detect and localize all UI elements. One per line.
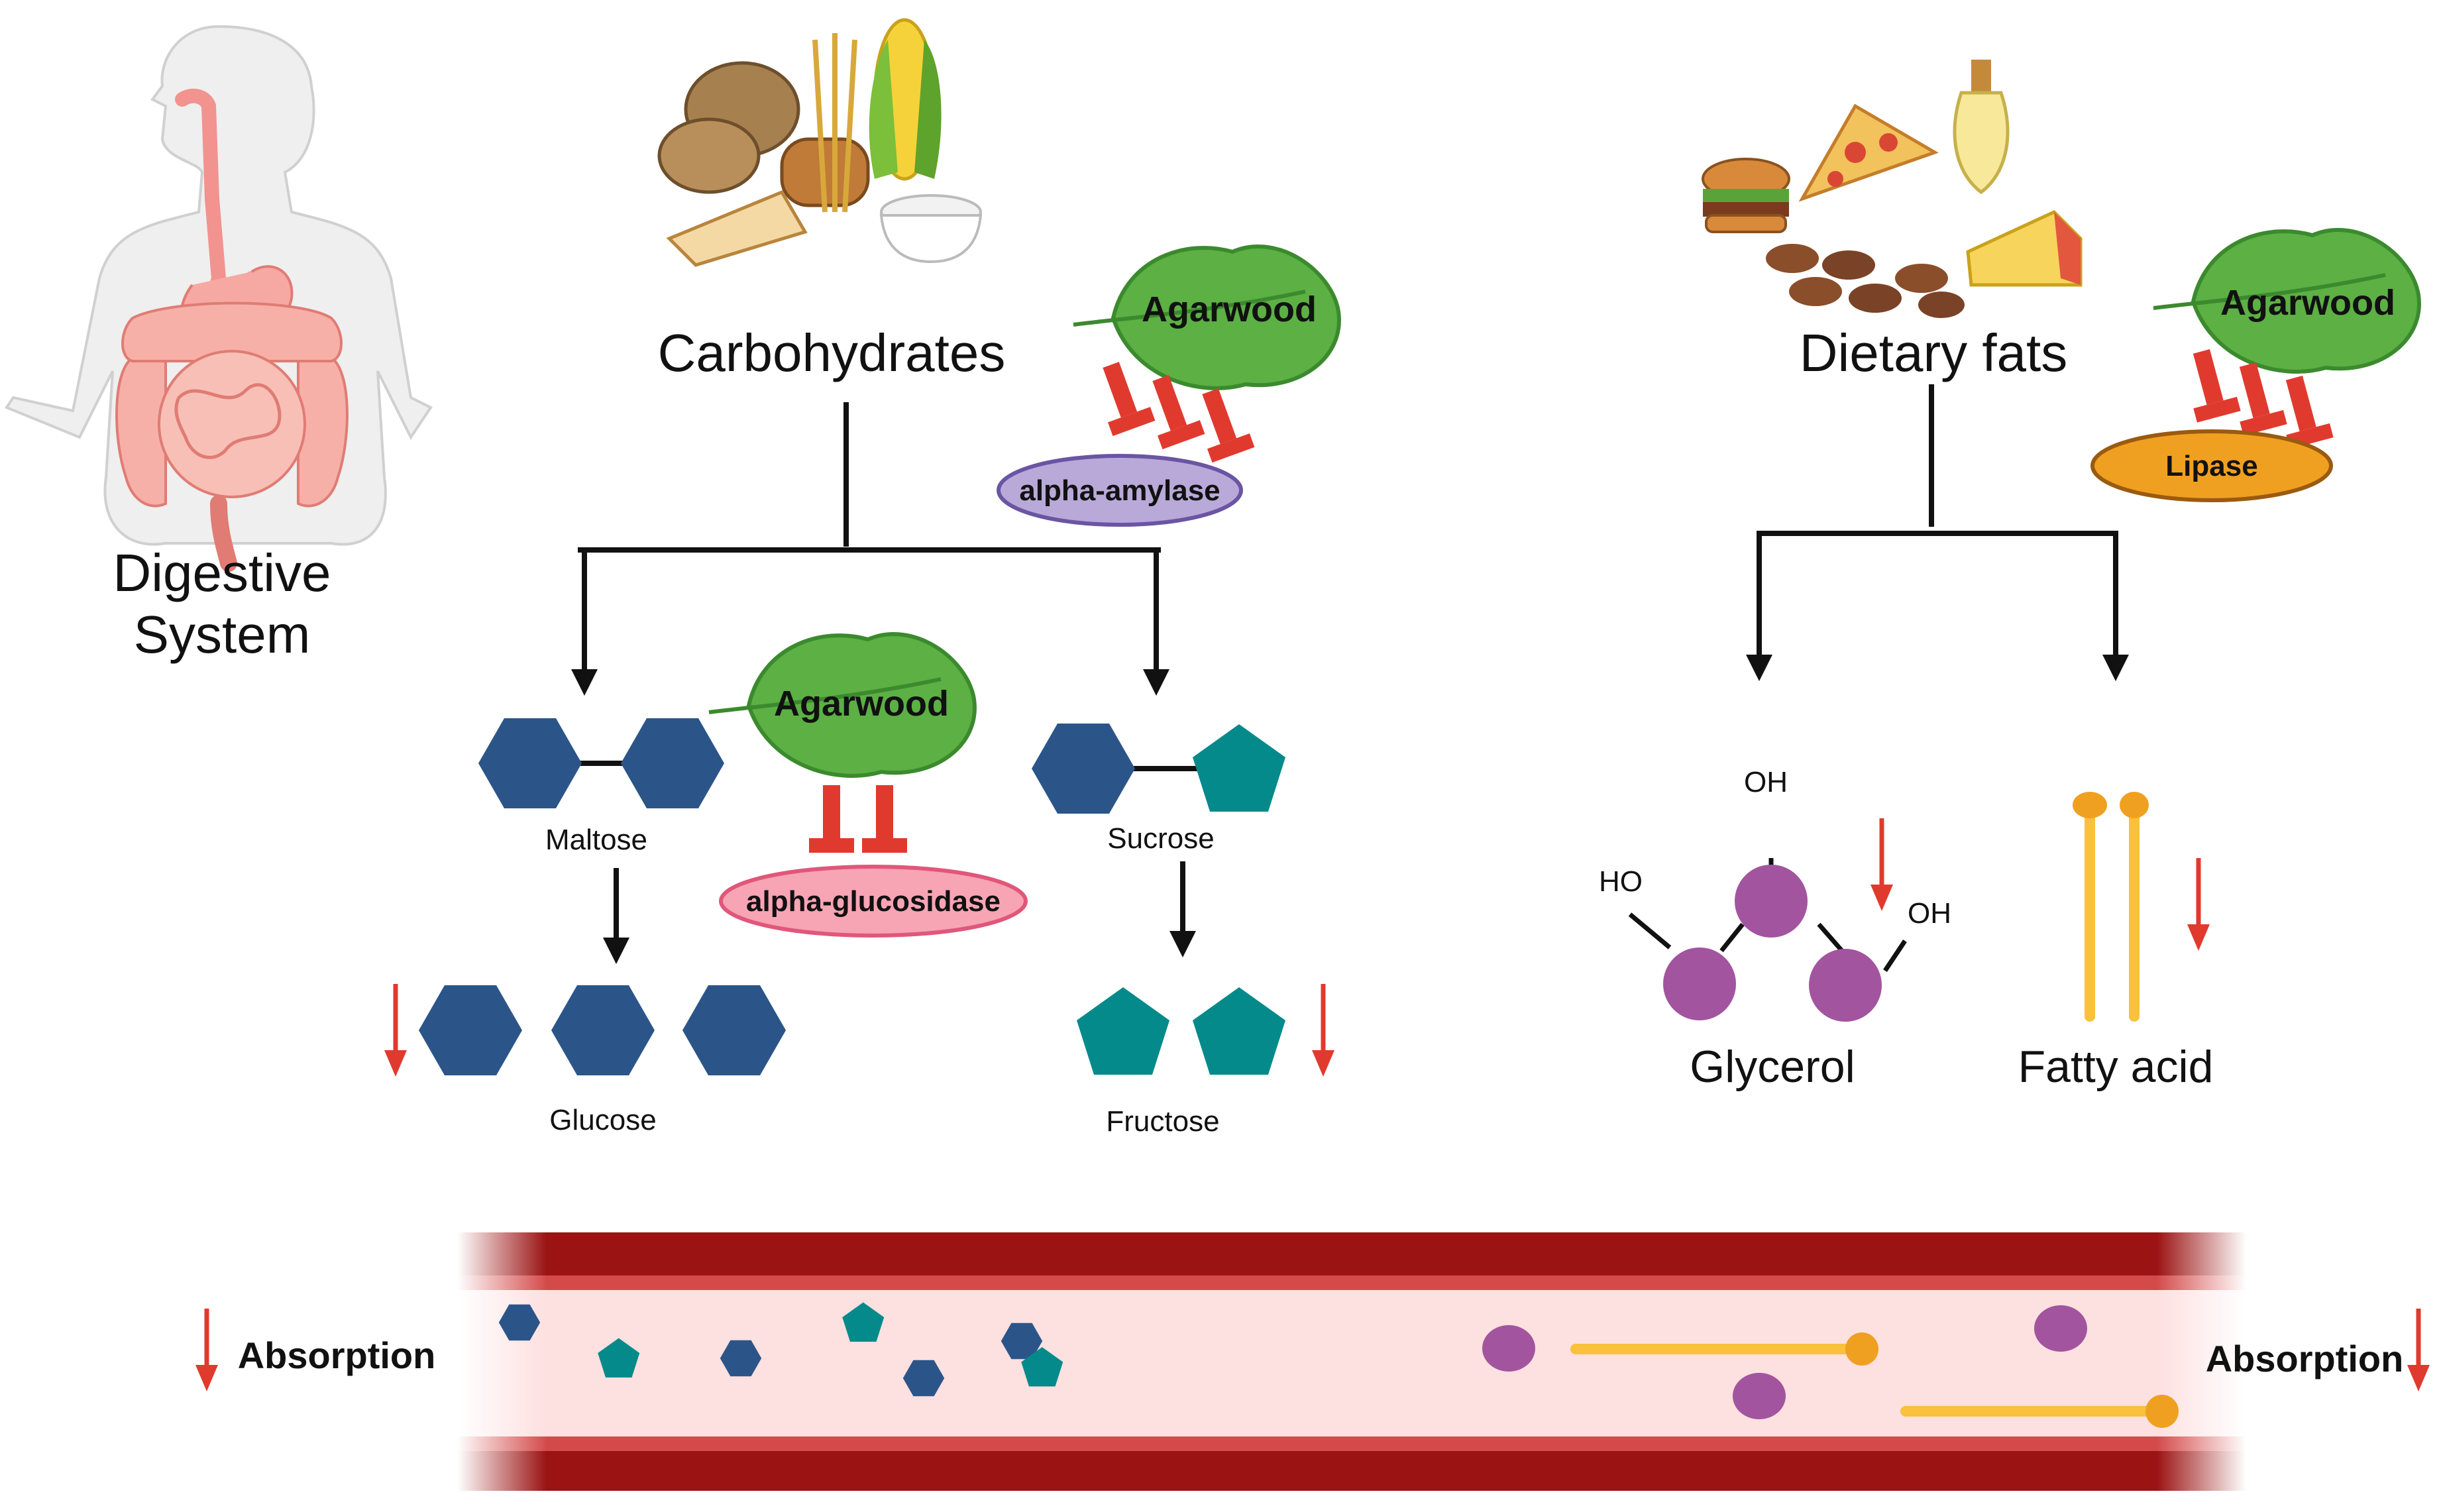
fatty-acid-label: Fatty acid bbox=[2018, 1042, 2214, 1092]
glucose-label: Glucose bbox=[549, 1104, 656, 1136]
carbohydrate-branch-lines bbox=[578, 402, 1185, 941]
fat-branch-lines bbox=[1757, 384, 2118, 656]
digestive-label-line1: Digestive bbox=[113, 543, 331, 602]
agarwood-label-fats: Agarwood bbox=[2220, 283, 2395, 323]
absorption-right-decrease-arrow bbox=[2407, 1309, 2430, 1391]
sucrose-label: Sucrose bbox=[1107, 822, 1214, 855]
agarwood-label-top: Agarwood bbox=[1142, 290, 1317, 329]
blood-vessel bbox=[457, 1232, 2246, 1491]
fat-arrowheads bbox=[1746, 655, 2129, 681]
absorption-label-right: Absorption bbox=[2206, 1338, 2404, 1379]
lipase-enzyme bbox=[2090, 429, 2333, 502]
glucose-decrease-arrow bbox=[384, 984, 407, 1077]
fructose-decrease-arrow bbox=[1312, 984, 1334, 1077]
glycerol-molecule bbox=[1628, 858, 1907, 1022]
glucose-molecules bbox=[419, 985, 786, 1075]
alpha-glucosidase-enzyme bbox=[719, 865, 1028, 938]
sucrose-molecule bbox=[1032, 724, 1285, 814]
carbohydrate-arrowheads bbox=[571, 669, 1196, 964]
maltose-label: Maltose bbox=[545, 824, 647, 856]
carbohydrates-title: Carbohydrates bbox=[658, 323, 1006, 382]
fat-foods-illustration bbox=[1702, 60, 2083, 318]
absorption-label-left: Absorption bbox=[238, 1334, 436, 1376]
glycerol-oh-right: OH bbox=[1908, 897, 1951, 930]
fatty-acid-molecule bbox=[2073, 792, 2149, 1022]
alpha-glucosidase-label: alpha-glucosidase bbox=[746, 885, 1001, 918]
alpha-amylase-label: alpha-amylase bbox=[1019, 474, 1220, 507]
digestive-label-line2: System bbox=[134, 605, 311, 664]
fructose-molecules bbox=[1077, 987, 1285, 1075]
absorption-left-decrease-arrow bbox=[195, 1309, 218, 1391]
lipase-label: Lipase bbox=[2165, 450, 2257, 482]
carbohydrate-foods-illustration bbox=[657, 18, 983, 267]
alpha-amylase-enzyme bbox=[997, 454, 1243, 527]
fatty-acid-decrease-arrow bbox=[2187, 858, 2210, 951]
glycerol-ho-left: HO bbox=[1599, 865, 1643, 898]
glycerol-label: Glycerol bbox=[1690, 1042, 1855, 1092]
fructose-label: Fructose bbox=[1106, 1105, 1219, 1138]
maltose-molecule bbox=[478, 718, 724, 808]
glucosidase-inhibition-marks bbox=[809, 785, 907, 853]
dietary-fats-title: Dietary fats bbox=[1800, 323, 2068, 382]
glycerol-decrease-arrow bbox=[1871, 818, 1893, 911]
agarwood-label-middle: Agarwood bbox=[774, 684, 949, 724]
vessel-molecules bbox=[498, 1302, 2179, 1428]
digestive-system-figure bbox=[4, 25, 433, 572]
glycerol-oh-top: OH bbox=[1744, 766, 1788, 798]
